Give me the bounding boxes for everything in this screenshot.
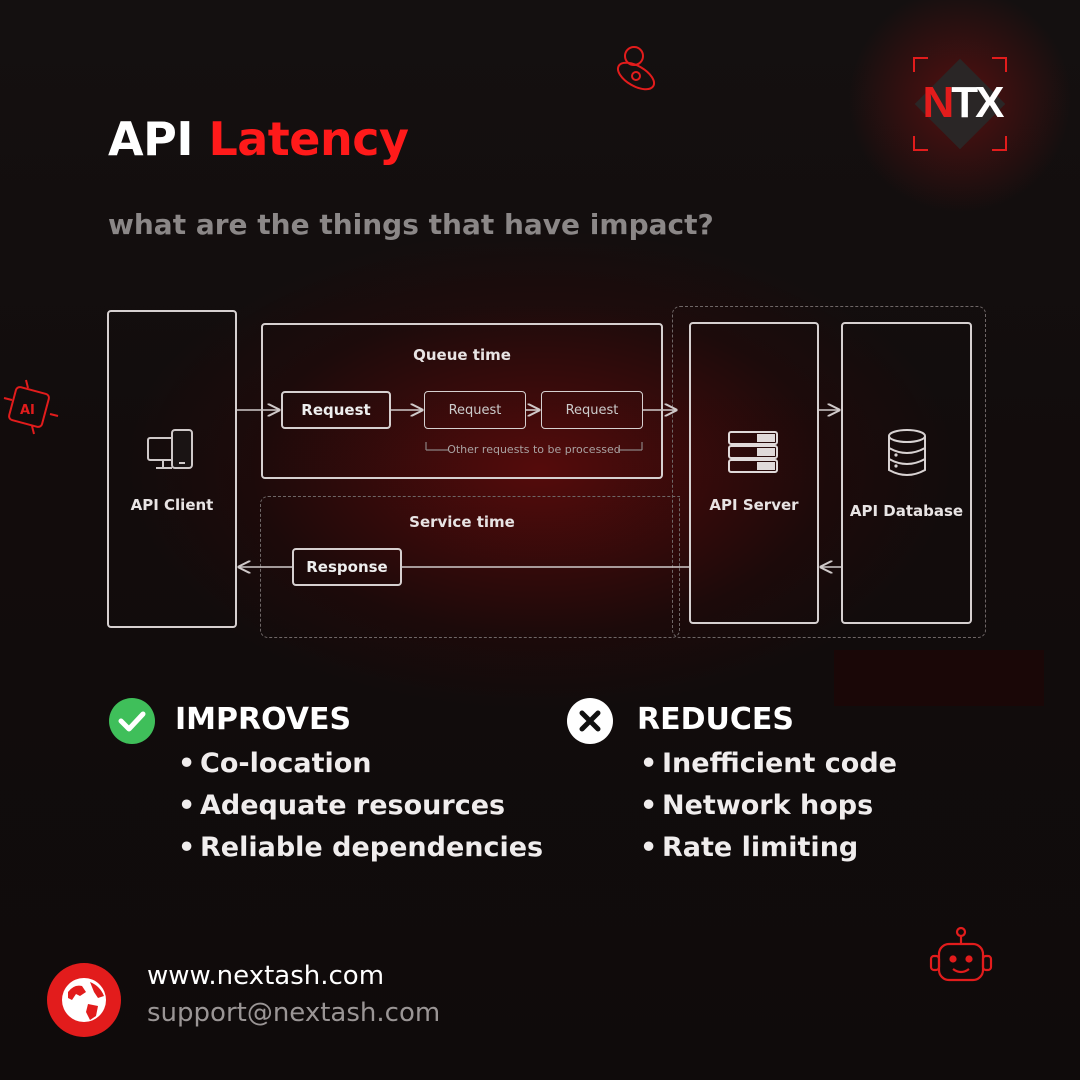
title-api: API: [108, 112, 193, 166]
api-database-box: [841, 322, 972, 624]
svg-text:AI: AI: [20, 403, 35, 418]
x-circle-icon: [567, 698, 613, 744]
page-title: API Latency: [108, 112, 409, 166]
api-client-label: API Client: [130, 496, 214, 514]
list-item: •Co-location: [178, 748, 372, 779]
api-database-label: API Database: [849, 502, 964, 520]
logo-letters-tx: TX: [951, 78, 1004, 127]
robot-face-icon: [929, 926, 993, 982]
list-item: •Adequate resources: [178, 790, 506, 821]
api-client-box: [107, 310, 237, 628]
list-item: •Rate limiting: [640, 832, 859, 863]
request-main: Request: [281, 391, 391, 429]
reduces-heading: REDUCES: [637, 702, 794, 737]
response-box: Response: [292, 548, 402, 586]
title-latency: Latency: [208, 112, 409, 166]
diagram-arrows: [237, 0, 841, 700]
server-stack-icon: [728, 431, 778, 473]
queue-note: Other requests to be processed: [447, 443, 621, 456]
support-email[interactable]: support@nextash.com: [147, 998, 441, 1028]
globe-icon: [47, 963, 121, 1037]
improves-heading: IMPROVES: [175, 702, 352, 737]
list-item: •Inefficient code: [640, 748, 897, 779]
devices-icon: [147, 429, 193, 469]
ai-chip-icon: AI: [3, 379, 59, 435]
queue-time-box: [261, 323, 663, 479]
api-server-label: API Server: [709, 496, 799, 514]
ntx-logo: NTX: [898, 42, 1022, 166]
check-circle-icon: [109, 698, 155, 744]
queue-bracket: [425, 442, 643, 451]
service-time-label: Service time: [409, 513, 515, 531]
api-server-box: [689, 322, 819, 624]
improves-list: •Co-location •Adequate resources •Reliab…: [178, 743, 543, 869]
queue-time-label: Queue time: [413, 346, 511, 364]
dark-patch: [834, 650, 1044, 706]
request-queued-1: Request: [424, 391, 526, 429]
logo-letter-n: N: [922, 78, 954, 127]
list-item: •Network hops: [640, 790, 874, 821]
request-queued-2: Request: [541, 391, 643, 429]
robot-orbit-icon: [616, 46, 656, 91]
database-icon: [888, 429, 926, 476]
server-side-dashed-group: [672, 306, 986, 638]
page-subtitle: what are the things that have impact?: [108, 208, 714, 241]
list-item: •Reliable dependencies: [178, 832, 544, 863]
website-link[interactable]: www.nextash.com: [147, 961, 385, 991]
reduces-list: •Inefficient code •Network hops •Rate li…: [640, 743, 897, 869]
